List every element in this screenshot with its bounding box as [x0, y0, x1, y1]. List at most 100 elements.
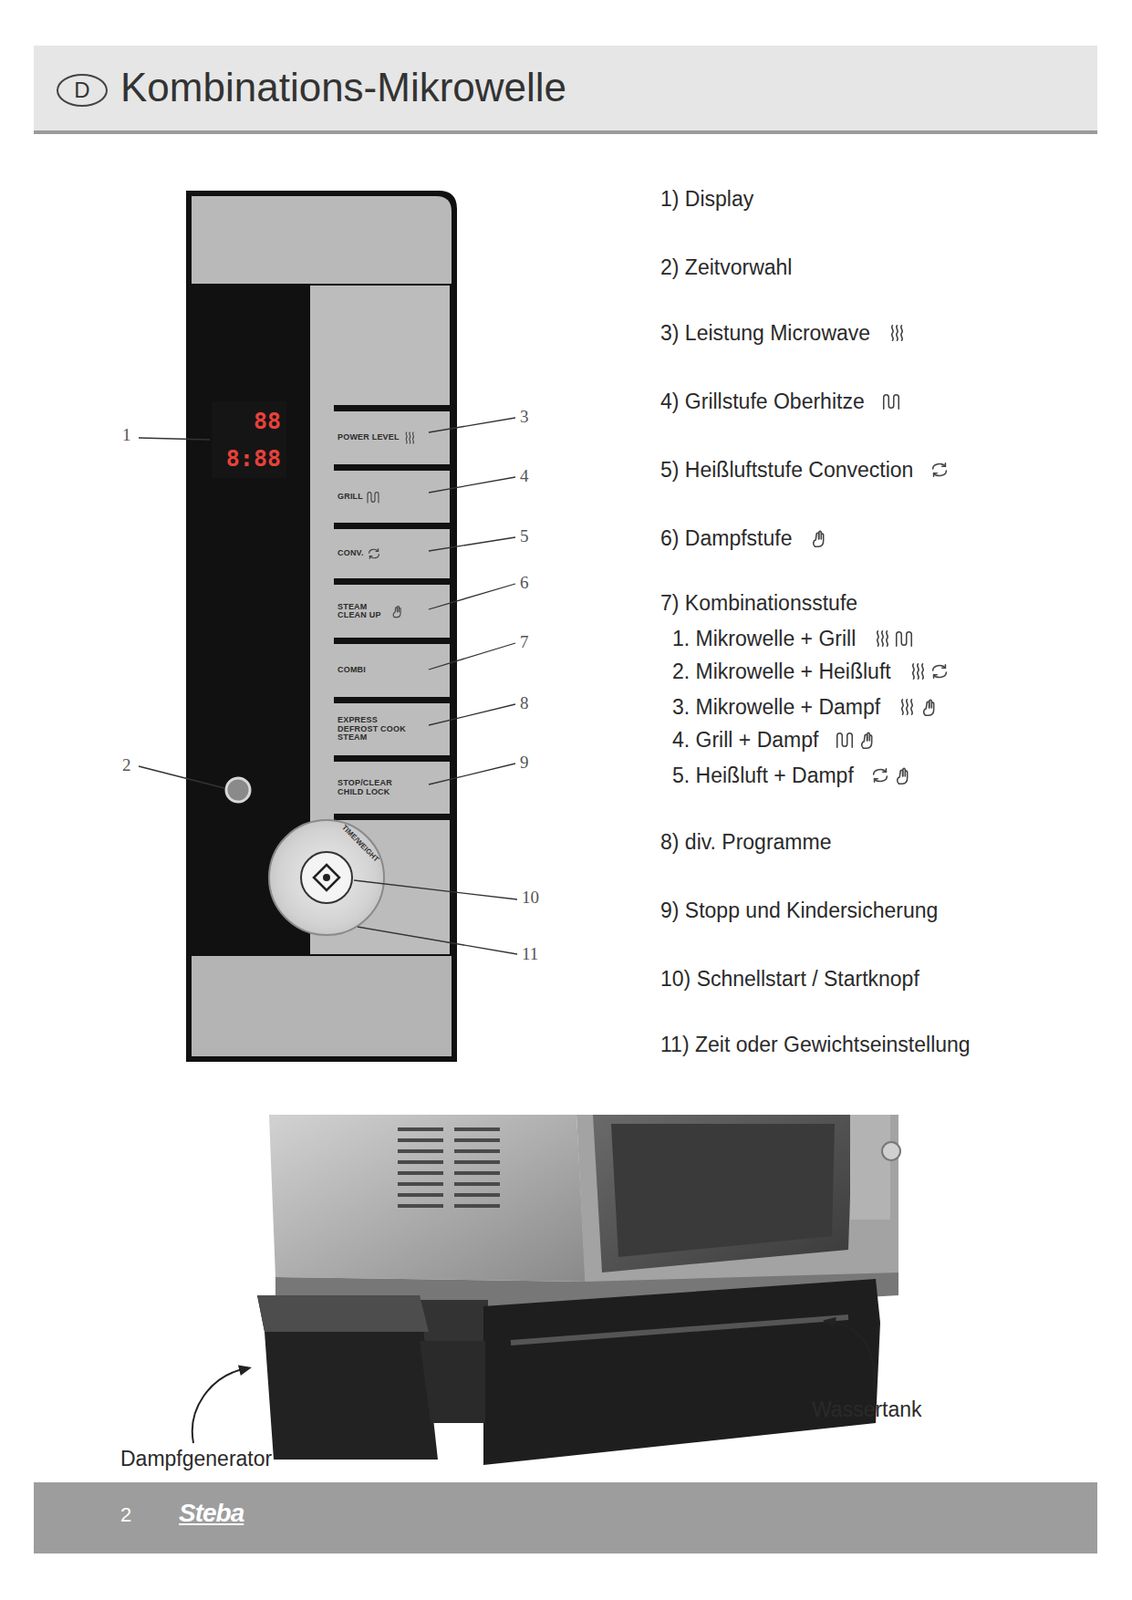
microwave-photo-part [483, 1278, 881, 1465]
callout-number: 3 [519, 406, 530, 428]
mw-icon [402, 430, 417, 446]
legend-item: 3) Leistung Microwave [660, 321, 871, 345]
legend-item: 8) div. Programme [660, 830, 831, 854]
conv-symbol [929, 661, 950, 682]
part-name: Wassertank [811, 1397, 923, 1422]
label-row: 9) Stopp und Kindersicherung [660, 898, 938, 923]
button-label: COMBI [337, 665, 366, 675]
callout-number: 10 [521, 887, 540, 909]
panel-button: STOP/CLEAR CHILD LOCK [333, 761, 449, 814]
steam-symbol [389, 603, 405, 619]
button-label: CONV. [337, 549, 364, 558]
legend-item: 2) Zeitvorwahl [660, 255, 792, 280]
control-panel-part [333, 405, 450, 412]
label-row: 5. Heißluft + Dampf [672, 763, 913, 788]
microwave-photo-part [850, 1114, 891, 1220]
microwave-photo [257, 1114, 901, 1465]
microwave-photo-part [269, 1114, 586, 1282]
microwave-photo-part-part [397, 1149, 444, 1153]
control-panel-part [333, 755, 450, 762]
label-row: 2 [122, 755, 132, 777]
control-panel-part [191, 196, 452, 284]
label-row: 3. Mikrowelle + Dampf [672, 695, 939, 719]
microwave-photo-part-part [397, 1204, 444, 1208]
microwave-photo-part-part [397, 1182, 444, 1186]
label-row: 1 [122, 425, 132, 447]
control-panel-part [226, 778, 250, 802]
microwave-photo-part-part [454, 1204, 500, 1208]
language-badge: D [56, 73, 108, 107]
panel-button: STEAM CLEAN UP [333, 584, 449, 638]
microwave-photo-part [397, 1127, 500, 1208]
grill-symbol [834, 729, 855, 750]
panel-button: CONV. [333, 529, 449, 579]
label-row: 4 [519, 466, 530, 488]
label-row: Dampfgenerator [120, 1446, 272, 1471]
callout-arrow [192, 1321, 875, 1444]
steam-icon [918, 696, 939, 717]
legend-item: 2. Mikrowelle + Heißluft [672, 659, 892, 684]
label-row: 8 [519, 693, 530, 715]
dial-label: TIME/WEIGHT [340, 823, 380, 863]
leader-line-part [428, 417, 516, 433]
callout-number: 5 [519, 526, 530, 548]
mw-symbol [872, 628, 893, 649]
label-row: 3) Leistung Microwave [660, 321, 907, 345]
steam-symbol [808, 528, 829, 549]
microwave-photo-part [611, 1123, 835, 1257]
label-row: 11 [521, 944, 539, 966]
callout-arrow-part [192, 1369, 243, 1444]
start-button [270, 820, 384, 935]
label-row: 3 [519, 406, 530, 428]
microwave-photo-part-part [454, 1138, 500, 1143]
grill-icon [365, 489, 381, 505]
control-panel-part [333, 464, 450, 471]
callout-number: 11 [521, 944, 539, 966]
control-panel-part [333, 813, 450, 821]
page-number: 2 [120, 1504, 132, 1527]
button-label: GRILL [337, 492, 364, 501]
label-row: 9 [519, 752, 530, 774]
microwave-photo-part [510, 1317, 849, 1343]
mw-icon [872, 628, 893, 649]
part-name: Dampfgenerator [120, 1446, 272, 1471]
grill-icon [834, 729, 855, 750]
control-panel-part [333, 578, 450, 585]
grill-icon [881, 391, 902, 412]
label-row: 10) Schnellstart / Startknopf [660, 966, 920, 991]
steam-symbol [918, 696, 939, 717]
microwave-photo-part [419, 1340, 486, 1423]
callout-number: 1 [122, 425, 132, 447]
legend-item: 3. Mikrowelle + Dampf [672, 695, 881, 719]
callout-number: 8 [519, 693, 530, 715]
arrow-head-part [238, 1364, 252, 1376]
header-band [33, 45, 1098, 135]
control-panel-part [333, 637, 450, 644]
conv-icon [929, 459, 950, 480]
leader-line-part [428, 704, 516, 726]
button-label: STEAM CLEAN UP [337, 602, 387, 621]
steam-icon [808, 528, 829, 549]
steam-symbol [856, 729, 877, 750]
grill-icon [893, 628, 914, 649]
legend-item: 4) Grillstufe Oberhitze [660, 389, 865, 414]
label-row: 8) div. Programme [660, 830, 831, 854]
label-row: 10 [521, 887, 540, 909]
badge-letter: D [73, 79, 90, 102]
grill-symbol [365, 489, 381, 505]
start-button-symbol [270, 820, 384, 935]
leader-line-part [357, 926, 518, 955]
legend-item: 10) Schnellstart / Startknopf [660, 966, 920, 991]
callout-number: 6 [519, 572, 530, 594]
header-band-part [33, 45, 1098, 131]
mw-symbol [886, 322, 907, 343]
label-row: 4) Grillstufe Oberhitze [660, 389, 902, 414]
leader-line-part [138, 437, 210, 440]
label-row: Wassertank [811, 1397, 923, 1422]
leader-line-part [428, 477, 516, 493]
microwave-photo-part-part [454, 1193, 500, 1197]
leader-line [138, 417, 518, 955]
legend-item: 6) Dampfstufe [660, 526, 792, 551]
legend-item: 1) Display [660, 186, 754, 211]
